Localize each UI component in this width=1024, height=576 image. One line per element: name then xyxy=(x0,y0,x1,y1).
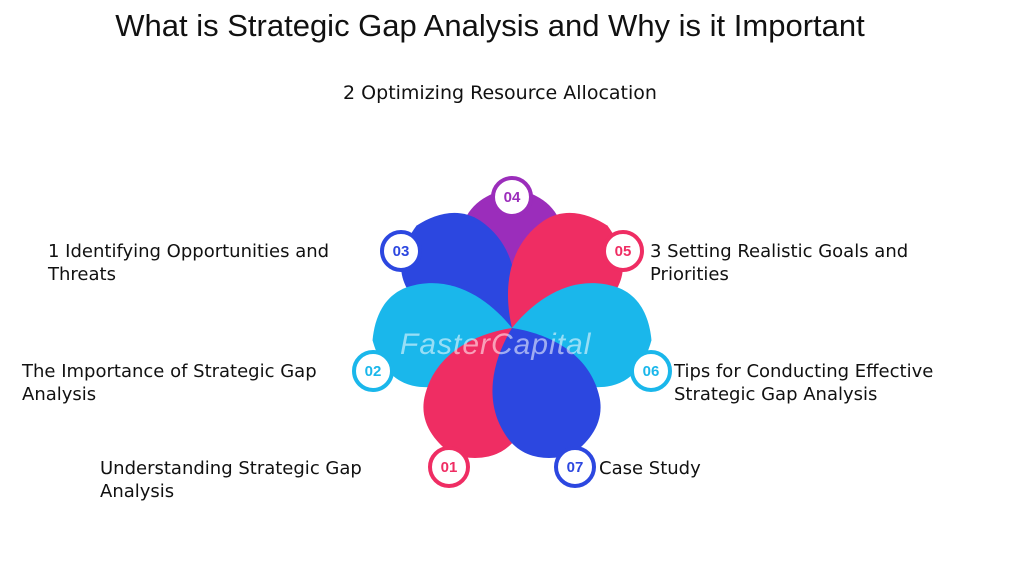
badge-number: 03 xyxy=(393,243,410,260)
badge-number: 05 xyxy=(615,243,632,260)
badge-number: 07 xyxy=(567,459,584,476)
badge-04: 04 xyxy=(491,176,533,218)
badge-02: 02 xyxy=(352,350,394,392)
badge-number: 06 xyxy=(643,363,660,380)
step-03-label: 1 Identifying Opportunities and Threats xyxy=(48,241,330,285)
badge-circle xyxy=(428,446,470,488)
badge-circle xyxy=(491,176,533,218)
subtitle: 2 Optimizing Resource Allocation xyxy=(343,82,657,104)
watermark: FasterCapital xyxy=(400,328,592,361)
badge-circle xyxy=(554,446,596,488)
badge-06: 06 xyxy=(630,350,672,392)
page-title: What is Strategic Gap Analysis and Why i… xyxy=(115,8,865,43)
badge-01: 01 xyxy=(428,446,470,488)
badge-07: 07 xyxy=(554,446,596,488)
badge-03: 03 xyxy=(380,230,422,272)
badge-circle xyxy=(380,230,422,272)
badge-number: 04 xyxy=(504,189,521,206)
badge-circle xyxy=(352,350,394,392)
badge-circle xyxy=(630,350,672,392)
badge-number: 01 xyxy=(441,459,458,476)
badge-05: 05 xyxy=(602,230,644,272)
step-05-label: 3 Setting Realistic Goals and Priorities xyxy=(650,241,909,285)
step-06-label: Tips for Conducting Effective Strategic … xyxy=(674,361,934,405)
step-07-label: Case Study xyxy=(599,458,701,479)
step-02-label: The Importance of Strategic Gap Analysis xyxy=(22,361,317,405)
badge-number: 02 xyxy=(365,363,382,380)
step-01-label: Understanding Strategic Gap Analysis xyxy=(100,458,362,502)
petal-07 xyxy=(492,328,601,458)
badge-circle xyxy=(602,230,644,272)
